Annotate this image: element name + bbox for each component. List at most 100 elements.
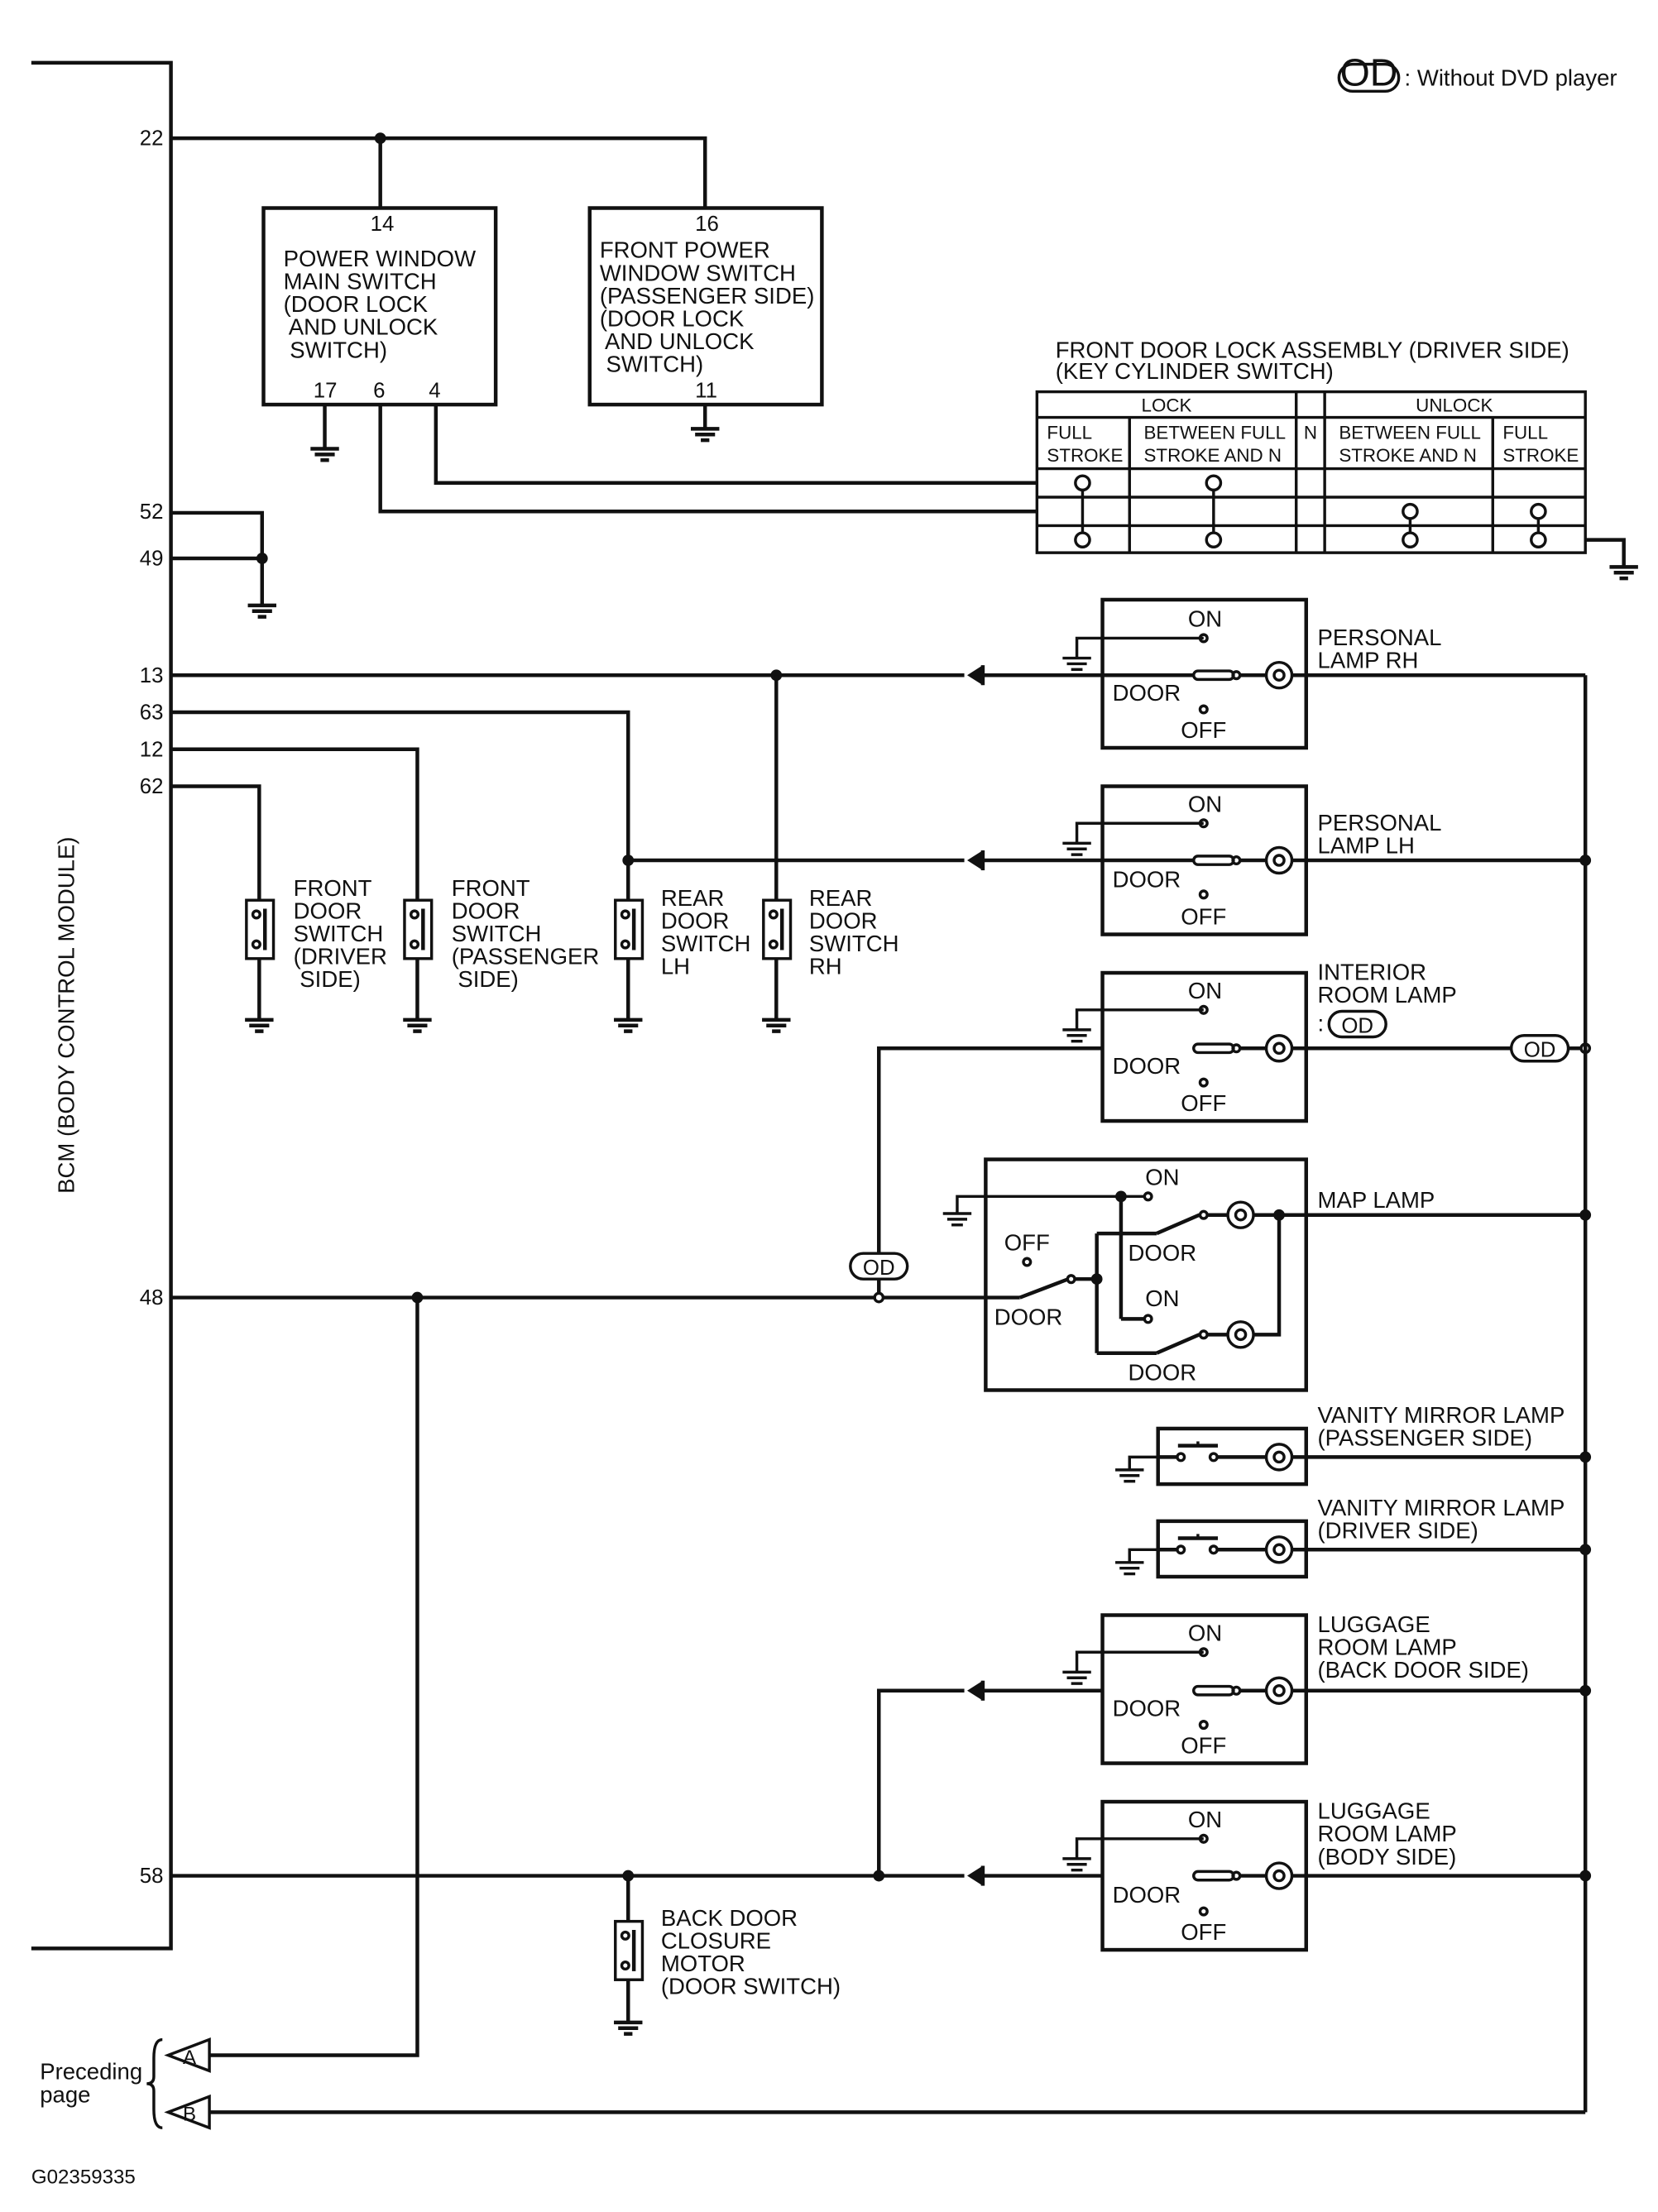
rear-rh-line-4: RH — [809, 954, 842, 979]
bcm-block: BCM (BODY CONTROL MODULE) 22 52 49 13 63… — [31, 60, 173, 1951]
pw-main-line-2: MAIN SWITCH — [284, 269, 437, 294]
fds-driver-line-4: (DRIVER — [294, 944, 387, 970]
door-lock-full-1a: FULL — [1047, 422, 1092, 443]
fds-pass-line-2: DOOR — [452, 898, 520, 924]
map-off: OFF — [1004, 1230, 1050, 1256]
pw-front-pin-11: 11 — [695, 379, 717, 402]
pin-49: 49 — [140, 548, 164, 571]
rear-rh-line-3: SWITCH — [809, 931, 899, 956]
irl-off: OFF — [1181, 1090, 1226, 1116]
pw-main-line-1: POWER WINDOW — [284, 246, 476, 271]
wires-right-bus — [209, 675, 1588, 2114]
map-door-3: DOOR — [994, 1304, 1063, 1329]
lrl-back-label-2: ROOM LAMP — [1318, 1635, 1457, 1660]
back-door-closure-motor: BACK DOOR CLOSURE MOTOR (DOOR SWITCH) — [614, 1905, 841, 2036]
irl-on: ON — [1188, 978, 1222, 1003]
map-od-badge: OD — [863, 1257, 895, 1280]
pw-front-line-2: WINDOW SWITCH — [600, 260, 796, 285]
map-door-1: DOOR — [1128, 1240, 1197, 1266]
legend-od-text: OD — [1340, 50, 1398, 93]
pl-lh-off: OFF — [1181, 903, 1226, 929]
vanity-mirror-lamp-passenger: VANITY MIRROR LAMP (PASSENGER SIDE) — [1115, 1402, 1592, 1487]
pl-rh-on: ON — [1188, 606, 1222, 632]
door-lock-between-2a: BETWEEN FULL — [1339, 422, 1481, 443]
front-power-window-switch: 16 FRONT POWER WINDOW SWITCH (PASSENGER … — [587, 206, 824, 407]
pw-front-line-5: AND UNLOCK — [600, 328, 755, 354]
door-lock-full-2b: STROKE — [1502, 445, 1579, 466]
door-lock-full-1b: STROKE — [1047, 445, 1123, 466]
fds-pass-line-1: FRONT — [452, 875, 530, 901]
pw-front-line-4: (DOOR LOCK — [600, 305, 745, 331]
pw-front-pin-16: 16 — [695, 213, 719, 236]
rear-lh-line-3: SWITCH — [661, 931, 751, 956]
vml-drv-label-1: VANITY MIRROR LAMP — [1318, 1495, 1565, 1520]
irl-label-2: ROOM LAMP — [1318, 982, 1457, 1008]
lrl-back-label-3: (BACK DOOR SIDE) — [1318, 1657, 1529, 1683]
front-door-switch-driver: FRONT DOOR SWITCH (DRIVER SIDE) — [245, 875, 387, 992]
fds-driver-line-2: DOOR — [294, 898, 362, 924]
pin-22: 22 — [140, 127, 164, 151]
pl-lh-label-1: PERSONAL — [1318, 810, 1442, 835]
rear-door-switch-lh: REAR DOOR SWITCH LH — [614, 885, 751, 979]
personal-lamp-lh: ON DOOR OFF PERSONAL LAMP LH — [967, 784, 1592, 936]
lrl-body-label-3: (BODY SIDE) — [1318, 1844, 1457, 1870]
pw-main-pin-14: 14 — [371, 213, 395, 236]
front-door-switch-passenger: FRONT DOOR SWITCH (PASSENGER SIDE) — [403, 875, 599, 992]
rear-lh-line-2: DOOR — [661, 908, 730, 934]
pl-rh-off: OFF — [1181, 717, 1226, 743]
bcm-label: BCM (BODY CONTROL MODULE) — [54, 837, 79, 1194]
power-window-main-switch: 14 POWER WINDOW MAIN SWITCH (DOOR LOCK A… — [261, 206, 498, 407]
pin-63: 63 — [140, 701, 164, 725]
door-lock-title-1: FRONT DOOR LOCK ASSEMBLY (DRIVER SIDE) — [1056, 337, 1569, 362]
pl-rh-label-2: LAMP RH — [1318, 648, 1419, 673]
fds-driver-line-1: FRONT — [294, 875, 372, 901]
preceding-label-1: Preceding — [40, 2059, 142, 2085]
door-lock-lock-header: LOCK — [1142, 395, 1192, 416]
door-lock-n-header: N — [1304, 422, 1317, 443]
pl-lh-label-2: LAMP LH — [1318, 832, 1415, 858]
wires-door-switches — [170, 669, 965, 1033]
pw-main-line-4: AND UNLOCK — [284, 314, 438, 340]
door-lock-unlock-header: UNLOCK — [1416, 395, 1493, 416]
door-lock-between-2b: STROKE AND N — [1339, 445, 1477, 466]
irl-label-3: : — [1318, 1011, 1325, 1037]
vml-pass-label-1: VANITY MIRROR LAMP — [1318, 1402, 1565, 1428]
fds-pass-line-5: SIDE) — [452, 966, 519, 992]
door-lock-between-1b: STROKE AND N — [1143, 445, 1282, 466]
preceding-label-2: page — [40, 2081, 90, 2107]
interior-od-label: OD — [1341, 1014, 1373, 1037]
bdcm-line-4: (DOOR SWITCH) — [661, 1973, 841, 1999]
pin-12: 12 — [140, 738, 164, 761]
pin-52: 52 — [140, 500, 164, 524]
fds-driver-line-3: SWITCH — [294, 921, 384, 946]
pin-62: 62 — [140, 775, 164, 798]
fds-pass-line-3: SWITCH — [452, 921, 542, 946]
pin-13: 13 — [140, 664, 164, 687]
pl-lh-on: ON — [1188, 791, 1222, 816]
legend: OD : Without DVD player — [1337, 50, 1617, 93]
vml-pass-label-2: (PASSENGER SIDE) — [1318, 1425, 1533, 1451]
map-lamp-label: MAP LAMP — [1318, 1187, 1435, 1213]
luggage-room-lamp-body: ON DOOR OFF LUGGAGE ROOM LAMP (BODY SIDE… — [967, 1798, 1592, 1952]
irl-label-1: INTERIOR — [1318, 960, 1427, 985]
connector-a: A — [183, 2047, 197, 2069]
door-lock-title-2: (KEY CYLINDER SWITCH) — [1056, 358, 1334, 384]
pin-58: 58 — [140, 1865, 164, 1888]
pw-front-line-1: FRONT POWER — [600, 237, 770, 263]
lrl-body-off: OFF — [1181, 1919, 1226, 1945]
pw-front-line-3: (PASSENGER SIDE) — [600, 283, 815, 309]
lrl-back-door: DOOR — [1113, 1696, 1181, 1721]
map-on-2: ON — [1145, 1286, 1179, 1311]
wires-ground-52-49 — [170, 510, 276, 619]
wires-pin-48: OD — [170, 1252, 986, 2057]
pl-rh-label-1: PERSONAL — [1318, 625, 1442, 650]
map-lamp: ON DOOR ON DOOR OFF DOOR MAP LAMP — [942, 1157, 1592, 1392]
front-door-lock-assembly: FRONT DOOR LOCK ASSEMBLY (DRIVER SIDE) (… — [1035, 337, 1638, 581]
lrl-body-label-2: ROOM LAMP — [1318, 1821, 1457, 1846]
fds-driver-line-5: SIDE) — [294, 966, 361, 992]
vanity-mirror-lamp-driver: VANITY MIRROR LAMP (DRIVER SIDE) — [1115, 1495, 1592, 1579]
door-lock-between-1a: BETWEEN FULL — [1143, 422, 1286, 443]
legend-od-badge — [1337, 62, 1401, 93]
interior-od-right: OD — [1524, 1039, 1556, 1062]
pin-48: 48 — [140, 1286, 164, 1309]
